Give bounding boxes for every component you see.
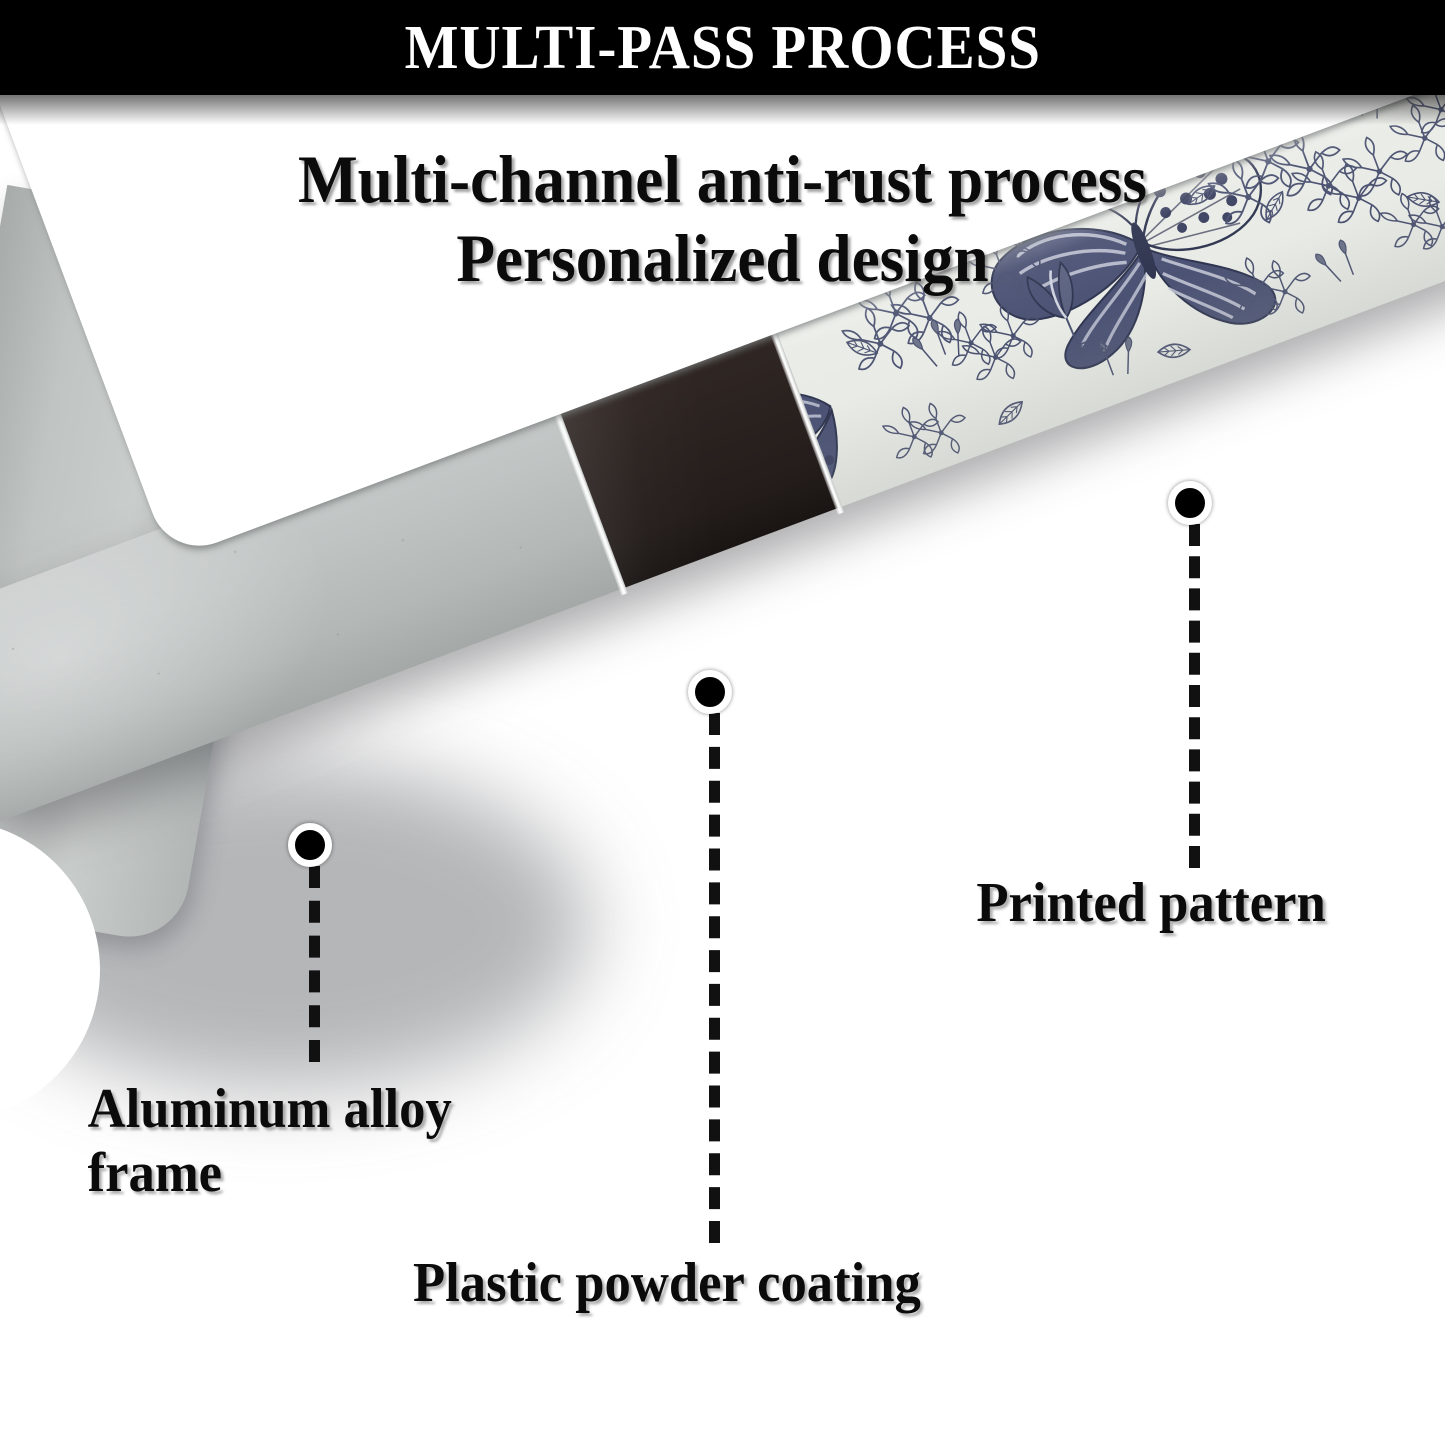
segment-printed-pattern bbox=[765, 52, 1445, 507]
callout-label-aluminum-alloy: Aluminum alloy frame bbox=[87, 1078, 452, 1204]
marker-aluminum-alloy[interactable] bbox=[288, 823, 332, 867]
leader-line-plastic-powder-coating bbox=[709, 713, 720, 1243]
header-banner: MULTI-PASS PROCESS bbox=[0, 0, 1445, 95]
subtitle-line-1: Multi-channel anti-rust process bbox=[297, 141, 1148, 217]
subtitle-block: Multi-channel anti-rust process Personal… bbox=[0, 140, 1445, 298]
callout-label-printed-pattern: Printed pattern bbox=[976, 872, 1326, 934]
page-title: MULTI-PASS PROCESS bbox=[404, 13, 1041, 82]
subtitle-line-2: Personalized design bbox=[456, 219, 989, 296]
callout-label-plastic-powder-coating: Plastic powder coating bbox=[413, 1252, 921, 1314]
leader-line-printed-pattern bbox=[1189, 524, 1200, 868]
frame-bottom-rail bbox=[0, 52, 1445, 855]
marker-plastic-powder-coating[interactable] bbox=[688, 670, 732, 714]
marker-printed-pattern[interactable] bbox=[1168, 481, 1212, 525]
leader-line-aluminum-alloy bbox=[309, 866, 320, 1062]
header-fade bbox=[0, 95, 1445, 125]
